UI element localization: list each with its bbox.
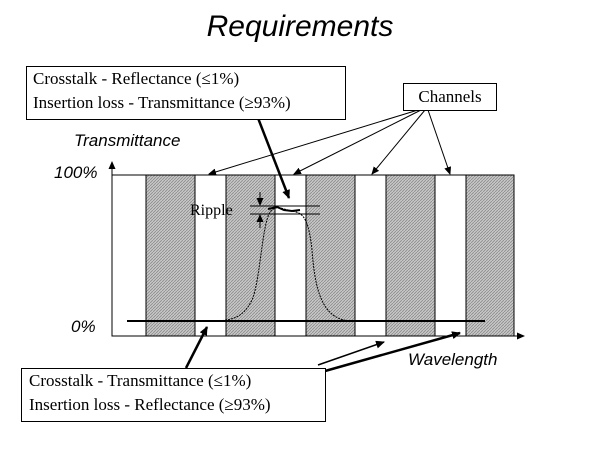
x-axis-label: Wavelength xyxy=(408,350,498,369)
transmission-curve xyxy=(209,207,351,322)
top-box-arrow xyxy=(256,117,291,199)
bottom-box-arrow-3 xyxy=(317,331,461,375)
channels-label: Channels xyxy=(418,87,482,106)
hatched-band-4 xyxy=(385,174,436,337)
channels-arrow-2 xyxy=(293,109,422,175)
top-box-line-1: Crosstalk - Reflectance (≤1%) xyxy=(33,69,240,88)
ripple-label: Ripple xyxy=(190,202,233,219)
y-tick-100-percent: 100% xyxy=(54,163,98,182)
channels-arrow-1 xyxy=(208,109,419,176)
bottom-box-line-2: Insertion loss - Reflectance (≥93%) xyxy=(29,395,271,414)
channels-arrow-3 xyxy=(371,109,426,175)
hatched-band-3 xyxy=(305,174,356,337)
bottom-box-arrow-1 xyxy=(184,326,209,369)
top-box-line-2: Insertion loss - Transmittance (≥93%) xyxy=(33,93,291,112)
hatched-band-5 xyxy=(465,174,515,337)
diagram-title: Requirements xyxy=(206,10,394,43)
bottom-box-arrow-2 xyxy=(317,340,385,366)
hatched-band-2 xyxy=(225,174,276,337)
hatched-band-1 xyxy=(145,174,196,337)
bottom-box-line-1: Crosstalk - Transmittance (≤1%) xyxy=(29,371,252,390)
y-tick-0-percent: 0% xyxy=(71,317,96,336)
transmission-curve-top xyxy=(267,205,301,213)
top-requirements-box: Crosstalk - Reflectance (≤1%) Insertion … xyxy=(26,66,346,120)
channels-box: Channels xyxy=(403,83,497,111)
y-axis-label: Transmittance xyxy=(74,131,181,150)
channels-arrow-4 xyxy=(427,109,452,175)
bottom-requirements-box: Crosstalk - Transmittance (≤1%) Insertio… xyxy=(21,368,326,422)
